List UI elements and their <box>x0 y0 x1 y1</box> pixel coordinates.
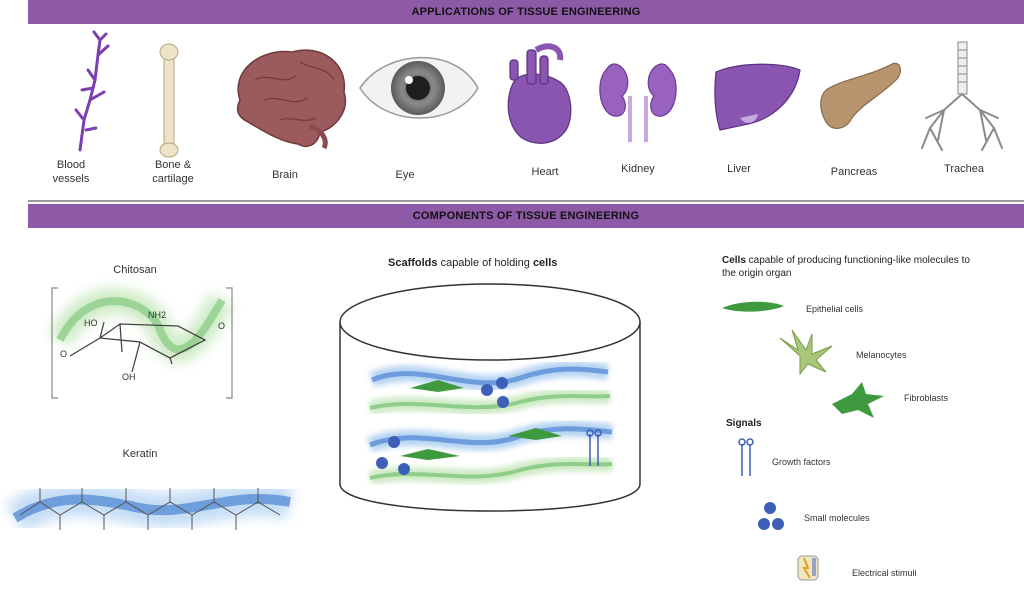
growth-factor-icon <box>738 438 754 476</box>
label-small-molecules: Small molecules <box>804 513 870 523</box>
label-kidney: Kidney <box>621 163 655 175</box>
chitosan-o-right: O <box>218 321 226 331</box>
blood-vessels-icon <box>74 30 110 152</box>
bone-icon <box>159 43 179 158</box>
label-heart: Heart <box>531 166 559 178</box>
label-growth-factors: Growth factors <box>772 457 831 467</box>
trachea-icon <box>921 41 1003 151</box>
label-blood-vessels: Blood vessels <box>52 159 90 185</box>
chitosan-oh: OH <box>122 372 136 382</box>
kidney-icon <box>599 63 677 142</box>
brain-icon <box>236 49 347 150</box>
epithelial-cell-icon <box>722 301 784 312</box>
chitosan-structure <box>48 287 234 399</box>
scaffold-caption: Scaffolds capable of holding cells <box>388 257 557 269</box>
heart-icon <box>507 43 572 144</box>
keratin-structure <box>6 482 294 533</box>
label-eye: Eye <box>395 169 415 181</box>
cells-caption: Cells capable of producing functioning-l… <box>722 254 972 280</box>
liver-icon <box>714 63 801 131</box>
label-brain: Brain <box>272 169 298 181</box>
applications-banner: APPLICATIONS OF TISSUE ENGINEERING <box>28 0 1024 24</box>
chitosan-o-left: O <box>60 349 68 359</box>
keratin-title: Keratin <box>122 448 158 460</box>
chitosan-nh2: NH2 <box>148 310 167 320</box>
cells-caption-bold: Cells <box>722 255 746 266</box>
label-bone: Bone & cartilage <box>152 159 194 185</box>
pancreas-icon <box>820 62 901 129</box>
eye-icon <box>359 56 479 119</box>
label-pancreas: Pancreas <box>830 166 878 178</box>
fibroblast-icon <box>832 382 884 418</box>
components-banner: COMPONENTS OF TISSUE ENGINEERING <box>28 204 1024 228</box>
label-fibroblasts: Fibroblasts <box>904 393 949 403</box>
label-electrical-stimuli: Electrical stimuli <box>852 568 917 578</box>
chitosan-ho: HO <box>84 318 98 328</box>
scaffold-caption-bold: Scaffolds <box>388 257 438 269</box>
melanocyte-icon <box>779 329 833 376</box>
label-epithelial: Epithelial cells <box>806 304 864 314</box>
signals-title: Signals <box>726 418 762 429</box>
electrical-stimuli-icon <box>797 555 819 581</box>
small-molecules-icon <box>758 502 784 530</box>
scaffold-caption-cells: cells <box>532 257 558 269</box>
label-melanocytes: Melanocytes <box>856 350 907 360</box>
section-divider <box>28 200 1024 202</box>
cells-caption-text: capable of producing functioning-like mo… <box>722 255 970 279</box>
label-liver: Liver <box>727 163 751 175</box>
label-trachea: Trachea <box>944 163 984 175</box>
scaffold-caption-mid: capable of holding <box>437 257 533 269</box>
scaffold-cylinder <box>339 283 641 512</box>
chitosan-title: Chitosan <box>113 264 157 276</box>
